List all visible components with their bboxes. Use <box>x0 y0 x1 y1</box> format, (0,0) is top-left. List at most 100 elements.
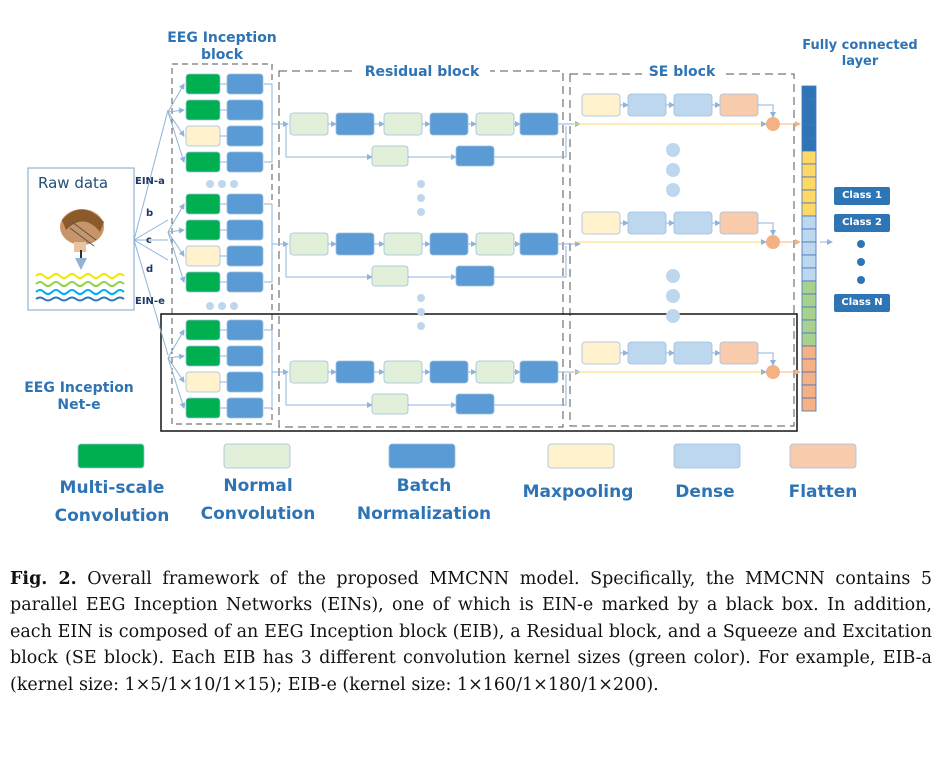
multiply-node <box>766 117 780 131</box>
normal-conv-block <box>289 360 329 384</box>
connector-line <box>167 227 185 234</box>
mmcnn-framework-diagram <box>27 63 865 469</box>
connector-line <box>167 83 185 113</box>
se-outline <box>569 73 795 427</box>
batchnorm-block <box>429 112 469 136</box>
legend-dense: Dense <box>675 482 735 502</box>
class-1-box: Class 1 <box>834 187 890 205</box>
connector-line <box>167 353 185 360</box>
batchnorm-block <box>226 371 264 393</box>
fc-cell <box>801 228 817 243</box>
multiscale-conv-block <box>185 397 221 419</box>
fc-cell <box>801 163 817 178</box>
class-n-box: Class N <box>834 294 890 312</box>
dense-block <box>673 93 713 117</box>
fc-cell <box>801 241 817 256</box>
maxpool-block <box>185 371 221 393</box>
batchnorm-block <box>226 319 264 341</box>
batchnorm-block <box>226 271 264 293</box>
class-dots <box>857 240 865 284</box>
batchnorm-block <box>455 145 495 167</box>
legend-swatch <box>789 443 857 469</box>
dense-block <box>627 211 667 235</box>
batchnorm-block <box>226 397 264 419</box>
figure-caption: Fig. 2. Overall framework of the propose… <box>10 566 932 698</box>
connector-line <box>167 111 186 163</box>
fc-cell <box>801 189 817 204</box>
batchnorm-block <box>226 193 264 215</box>
legend-swatch <box>673 443 741 469</box>
fc-cell <box>801 397 817 412</box>
fully-connected-column <box>801 85 817 412</box>
batchnorm-block <box>226 245 264 267</box>
fc-cell <box>801 371 817 386</box>
fc-cell <box>801 150 817 165</box>
maxpool-block <box>581 211 621 235</box>
maxpool-block <box>185 125 221 147</box>
connector-line <box>167 107 185 114</box>
legend-flatten: Flatten <box>788 482 858 502</box>
fc-cell <box>801 306 817 321</box>
connector-line <box>285 244 373 280</box>
batchnorm-block <box>455 265 495 287</box>
flatten-block <box>719 211 759 235</box>
legend-swatch <box>388 443 456 469</box>
dense-block <box>673 211 713 235</box>
normal-conv-block <box>383 112 423 136</box>
maxpool-block <box>581 93 621 117</box>
multiscale-conv-block <box>185 271 221 293</box>
eib-rows <box>167 73 273 419</box>
maxpool-block <box>581 341 621 365</box>
fc-cell <box>801 215 817 230</box>
residual-title: Residual block <box>354 64 490 81</box>
se-rows <box>574 93 801 379</box>
batchnorm-block <box>335 232 375 256</box>
normal-conv-block <box>383 232 423 256</box>
connector-line <box>285 124 373 160</box>
multiscale-conv-block <box>185 319 221 341</box>
connector-line <box>167 231 185 257</box>
batchnorm-block <box>226 219 264 241</box>
batchnorm-block <box>519 360 559 384</box>
eeg-waves <box>35 273 125 302</box>
multiscale-conv-block <box>185 73 221 95</box>
fc-cell <box>801 124 817 139</box>
multiscale-conv-block <box>185 219 221 241</box>
class-2-box: Class 2 <box>834 214 890 232</box>
normal-conv-block <box>289 112 329 136</box>
batchnorm-block <box>519 112 559 136</box>
fc-cell <box>801 332 817 347</box>
dense-block <box>627 93 667 117</box>
connector-line <box>494 374 567 406</box>
fc-cell <box>801 85 817 100</box>
ein-a-label: EIN-a <box>135 176 165 187</box>
connector-line <box>758 352 776 366</box>
normal-conv-block <box>475 112 515 136</box>
fc-cell <box>801 384 817 399</box>
legend-swatches <box>77 443 857 469</box>
ein-d-label: d <box>146 264 154 275</box>
legend-swatch <box>223 443 291 469</box>
batchnorm-block <box>335 112 375 136</box>
connector-line <box>167 231 186 283</box>
connector-line <box>264 83 273 163</box>
dense-block <box>673 341 713 365</box>
fc-cell <box>801 202 817 217</box>
legend-swatch <box>547 443 615 469</box>
ein-e-label: EIN-e <box>135 296 165 307</box>
normal-conv-block <box>383 360 423 384</box>
batchnorm-block <box>429 232 469 256</box>
ein-c-label: c <box>146 235 152 246</box>
fc-cell <box>801 358 817 373</box>
ein-b-label: b <box>146 208 154 219</box>
multiscale-conv-block <box>185 151 221 173</box>
fc-cell <box>801 176 817 191</box>
fc-cell <box>801 111 817 126</box>
se-title: SE block <box>642 64 722 81</box>
batchnorm-block <box>226 73 264 95</box>
fc-cell <box>801 319 817 334</box>
batchnorm-block <box>226 99 264 121</box>
